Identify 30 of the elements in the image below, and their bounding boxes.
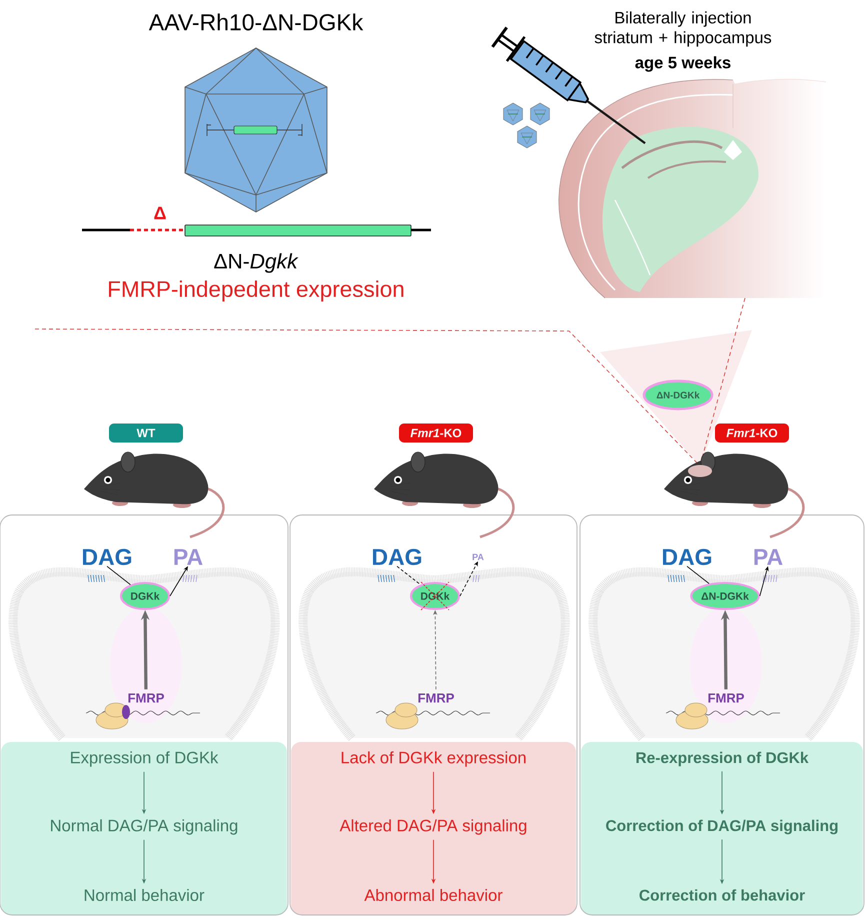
outcome-text: Normal DAG/PA signaling — [51, 819, 238, 835]
genotype-badge: Fmr1-KO — [715, 424, 789, 442]
lipid-label: DAG — [82, 548, 132, 566]
panel — [580, 514, 864, 916]
outcome-text: Altered DAG/PA signaling — [340, 819, 526, 835]
caption: FMRP-indepedent expression — [109, 280, 404, 302]
annotation: Bilaterally injection striatum + hippocampus — [594, 11, 772, 47]
panel — [290, 514, 578, 916]
protein-label: FMRP — [128, 694, 164, 702]
outcome-text: Correction of behavior — [640, 889, 805, 901]
outcome-text: Abnormal behavior — [364, 888, 502, 902]
outcome-text: Expression of DGKk — [71, 751, 218, 767]
genotype-badge: Fmr1-KO — [399, 424, 473, 442]
lipid-label: DAG — [662, 548, 712, 566]
outcome-text: Correction of DAG/PA signaling — [606, 820, 838, 834]
outcome-text: Re-expression of DGKk — [636, 752, 809, 766]
outcome-text: Normal behavior — [84, 888, 204, 902]
lipid-label: DAG — [372, 548, 422, 566]
genotype-badge: WT — [109, 424, 183, 442]
gene-label: ΔN-Dgkk — [214, 253, 298, 273]
lipid-label: PA — [174, 549, 203, 565]
annotation: age 5 weeks — [635, 56, 730, 72]
panel — [0, 514, 288, 916]
heading: AAV-Rh10-ΔN-DGKk — [148, 14, 364, 30]
lipid-label: PA — [754, 549, 783, 565]
protein-label: FMRP — [418, 694, 454, 702]
lipid-label: PA — [472, 554, 484, 560]
deletion-label: Δ — [154, 206, 166, 220]
protein-label: FMRP — [708, 694, 744, 702]
outcome-text: Lack of DGKk expression — [342, 751, 526, 767]
